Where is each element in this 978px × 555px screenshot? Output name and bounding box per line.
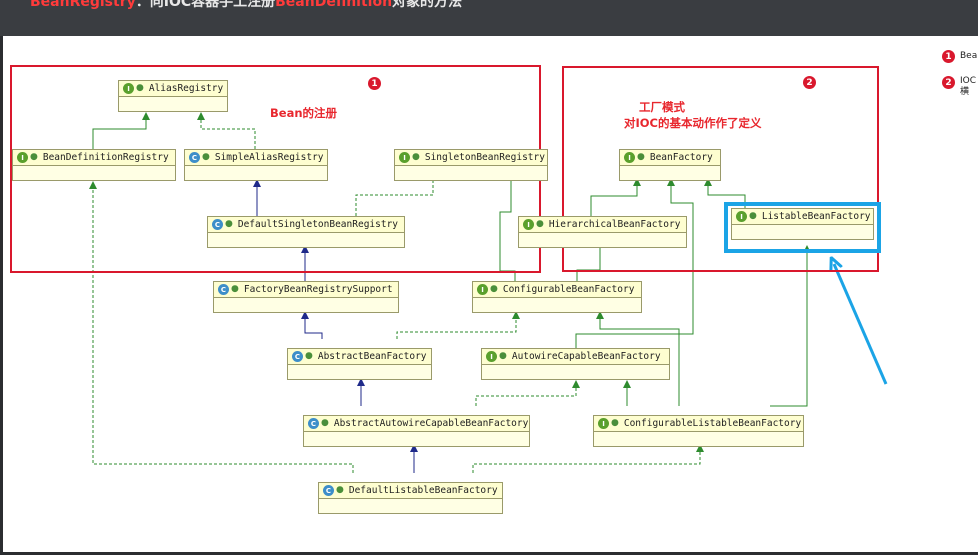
header-text: BeanRegistry：向IOC容器手工注册BeanDefinition对象的…	[30, 0, 462, 11]
class-name: AutowireCapableBeanFactory	[511, 351, 661, 362]
edge-abstractbeanfactory-factorybeanregistrysupport	[301, 311, 323, 339]
class-icon: C	[189, 152, 200, 163]
header-text-suffix: 对象的方法	[392, 0, 463, 10]
header-text-part: ：向IOC容器手工注册	[135, 0, 276, 10]
class-node-aliasregistry[interactable]: I● AliasRegistry	[118, 80, 228, 112]
class-name: HierarchicalBeanFactory	[548, 219, 681, 230]
interface-icon: I	[399, 152, 410, 163]
legend-badge-2: 2	[942, 76, 955, 89]
public-visibility-icon: ●	[336, 485, 344, 495]
class-name: SimpleAliasRegistry	[214, 152, 324, 163]
public-visibility-icon: ●	[749, 211, 757, 221]
class-node-hierarchicalbeanfactory[interactable]: I● HierarchicalBeanFactory	[518, 216, 687, 248]
class-icon: C	[323, 485, 334, 496]
public-visibility-icon: ●	[499, 351, 507, 361]
public-visibility-icon: ●	[202, 152, 210, 162]
public-visibility-icon: ●	[30, 152, 38, 162]
class-name: SingletonBeanRegistry	[424, 152, 545, 163]
class-node-autowirecapablebeanfactory[interactable]: I● AutowireCapableBeanFactory	[481, 348, 670, 380]
class-node-beanfactory[interactable]: I● BeanFactory	[619, 149, 721, 181]
class-icon: C	[212, 219, 223, 230]
group-bean-factory-box	[562, 66, 879, 272]
class-name: AbstractAutowireCapableBeanFactory	[333, 418, 529, 429]
header-term-bean-registry: BeanRegistry	[30, 0, 136, 10]
group-bean-registry-badge: 1	[368, 77, 381, 90]
edge-hierarchical-beanfactory	[590, 178, 641, 216]
class-node-abstractautowirecapablebeanfactory[interactable]: C● AbstractAutowireCapableBeanFactory	[303, 415, 530, 447]
class-name: ListableBeanFactory	[761, 211, 871, 222]
class-name: AbstractBeanFactory	[317, 351, 427, 362]
interface-icon: I	[523, 219, 534, 230]
group-bean-factory-label-line2: 对IOC的基本动作作了定义	[624, 116, 762, 130]
class-node-simplealiasregistry[interactable]: C● SimpleAliasRegistry	[184, 149, 328, 181]
edge-defaultsingleton-singletonregistry	[355, 168, 437, 216]
interface-icon: I	[736, 211, 747, 222]
edge-autowirecapable-beanfactory	[575, 178, 694, 348]
public-visibility-icon: ●	[637, 152, 645, 162]
class-name: BeanFactory	[649, 152, 713, 163]
legend-badge-1: 1	[942, 50, 955, 63]
diagram-canvas: 1 Bean的注册 2 工厂模式 对IOC的基本动作作了定义 I●AliasRe…	[3, 36, 978, 552]
public-visibility-icon: ●	[321, 418, 329, 428]
public-visibility-icon: ●	[412, 152, 420, 162]
class-node-defaultsingletonbeanregistry[interactable]: C● DefaultSingletonBeanRegistry	[207, 216, 405, 248]
edge-beandefinitionregistry-aliasregistry	[92, 112, 150, 149]
edge-configurablelistable-listable	[770, 245, 811, 407]
class-node-abstractbeanfactory[interactable]: C● AbstractBeanFactory	[287, 348, 432, 380]
class-node-defaultlistablebeanfactory[interactable]: C● DefaultListableBeanFactory	[318, 482, 503, 514]
edge-abstractbeanfactory-configurablebeanfactory	[396, 311, 520, 339]
public-visibility-icon: ●	[490, 284, 498, 294]
edge-defaultlistable-configurablelistable	[472, 444, 704, 473]
class-name: ConfigurableBeanFactory	[502, 284, 635, 295]
public-visibility-icon: ●	[231, 284, 239, 294]
group-bean-registry-label: Bean的注册	[270, 106, 338, 120]
class-name: DefaultListableBeanFactory	[348, 485, 498, 496]
class-icon: C	[218, 284, 229, 295]
diagram-edges	[89, 112, 888, 473]
class-name: DefaultSingletonBeanRegistry	[237, 219, 399, 230]
public-visibility-icon: ●	[611, 418, 619, 428]
interface-icon: I	[598, 418, 609, 429]
class-node-configurablebeanfactory[interactable]: I● ConfigurableBeanFactory	[472, 281, 642, 313]
interface-icon: I	[17, 152, 28, 163]
class-node-listablebeanfactory[interactable]: I● ListableBeanFactory	[731, 208, 874, 240]
top-bar: BeanRegistry：向IOC容器手工注册BeanDefinition对象的…	[0, 0, 978, 36]
header-term-bean-definition: BeanDefinition	[275, 0, 393, 10]
class-name: AliasRegistry	[148, 83, 224, 94]
public-visibility-icon: ●	[225, 219, 233, 229]
edge-abstractautowire-autowirecapable	[475, 380, 580, 406]
public-visibility-icon: ●	[305, 351, 313, 361]
class-icon: C	[308, 418, 319, 429]
class-node-beandefinitionregistry[interactable]: I● BeanDefinitionRegistry	[12, 149, 176, 181]
class-name: FactoryBeanRegistrySupport	[243, 284, 393, 295]
group-bean-factory-label-line1: 工厂模式	[639, 100, 685, 114]
interface-icon: I	[477, 284, 488, 295]
interface-icon: I	[624, 152, 635, 163]
edge-simplealiasregistry-aliasregistry	[197, 112, 256, 149]
class-node-configurablelistablebeanfactory[interactable]: I● ConfigurableListableBeanFactory	[593, 415, 804, 447]
class-name: BeanDefinitionRegistry	[42, 152, 169, 163]
class-node-singletonbeanregistry[interactable]: I● SingletonBeanRegistry	[394, 149, 548, 181]
highlight-arrow	[834, 264, 888, 385]
group-bean-factory-badge: 2	[803, 76, 816, 89]
public-visibility-icon: ●	[136, 83, 144, 93]
legend-text-2-line1: IOC	[960, 76, 977, 86]
edge-configurablelistable-configurablebeanfactory	[596, 311, 680, 406]
legend-text-1: Bea	[960, 51, 978, 61]
legend-text-2-line2: 横	[960, 87, 970, 97]
class-node-factorybeanregistrysupport[interactable]: C● FactoryBeanRegistrySupport	[213, 281, 399, 313]
interface-icon: I	[123, 83, 134, 94]
class-name: ConfigurableListableBeanFactory	[623, 418, 802, 429]
highlight-box-listablebeanfactory	[724, 202, 881, 253]
interface-icon: I	[486, 351, 497, 362]
public-visibility-icon: ●	[536, 219, 544, 229]
class-icon: C	[292, 351, 303, 362]
